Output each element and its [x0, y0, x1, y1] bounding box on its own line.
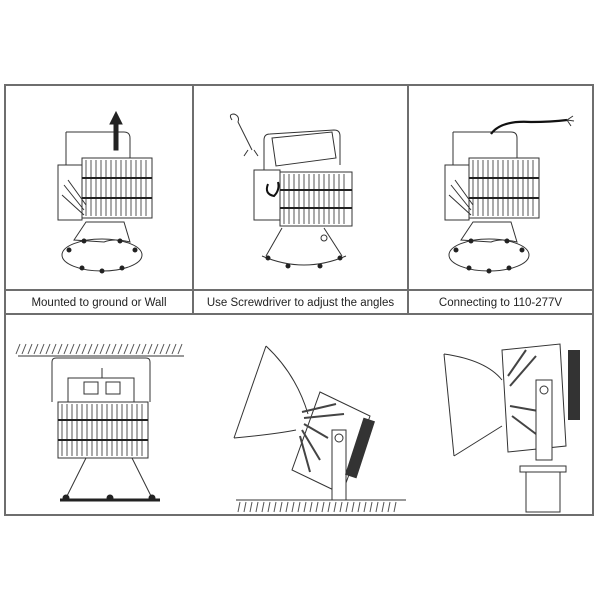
caption-row-bottom-border	[6, 313, 592, 315]
ground-mounted-tilted-light-icon	[233, 345, 406, 513]
caption-mounted: Mounted to ground or Wall	[31, 296, 167, 309]
ceiling-mounted-light-icon	[15, 343, 184, 502]
installation-diagram-frame: Mounted to ground or Wall Use Screwdrive…	[4, 84, 594, 516]
caption-screwdriver: Use Screwdriver to adjust the angles	[206, 296, 395, 309]
pole-mounted-light-icon	[443, 343, 580, 513]
column-divider-1	[192, 86, 194, 314]
caption-voltage: Connecting to 110-277V	[438, 296, 563, 309]
flood-light-power-cable-icon	[444, 115, 575, 274]
caption-row-top-border	[6, 289, 592, 291]
flood-light-mount-arrow-up-icon	[57, 110, 153, 274]
column-divider-2	[407, 86, 409, 314]
flood-light-wrench-adjust-icon	[229, 113, 353, 269]
